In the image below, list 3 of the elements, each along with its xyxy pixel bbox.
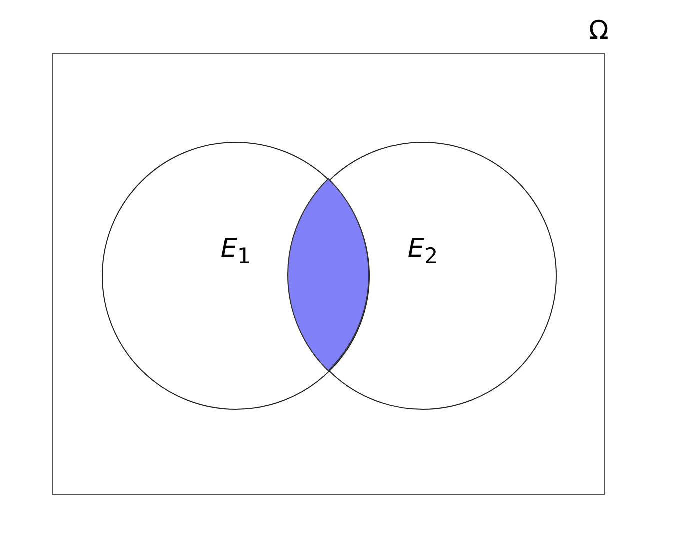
set-label: E$_{2}$	[408, 236, 438, 268]
set-label: Ω	[589, 18, 609, 44]
set-label: E$_{1}$	[220, 236, 252, 268]
